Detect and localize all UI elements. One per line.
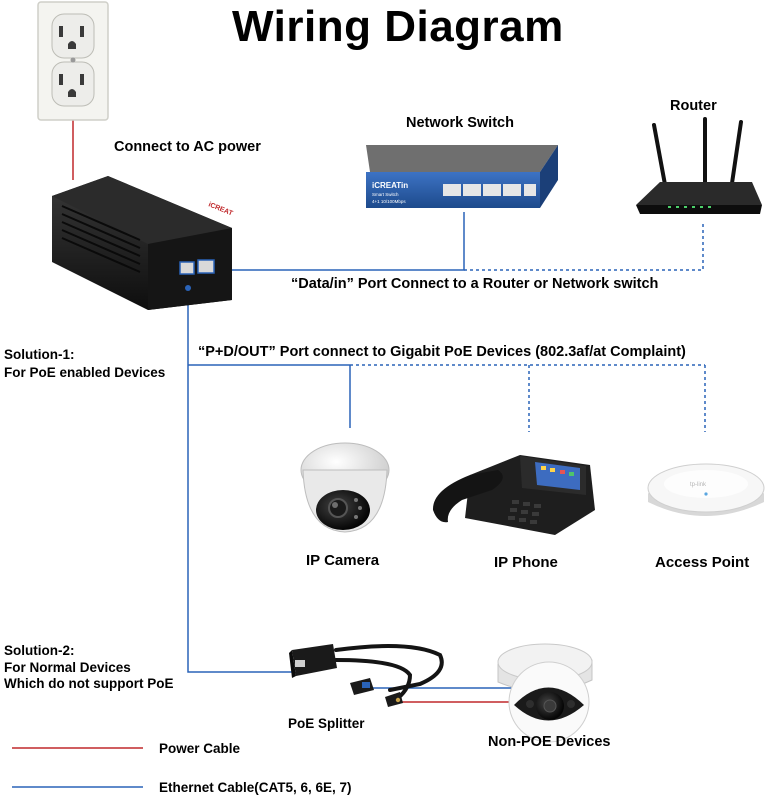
legend-ethernet-label: Ethernet Cable(CAT5, 6, 6E, 7) [159, 780, 352, 795]
ac-power-label: Connect to AC power [114, 139, 261, 155]
network-switch-label: Network Switch [406, 115, 514, 131]
wall-outlet-icon [37, 1, 109, 121]
poe-splitter-icon [289, 644, 444, 707]
ip-phone-icon [432, 455, 595, 535]
solution1-desc: For PoE enabled Devices [4, 365, 166, 380]
access-point-label: Access Point [655, 554, 750, 571]
data-in-label: “Data/in” Port Connect to a Router or Ne… [291, 276, 659, 292]
solution1-title: Solution-1: [4, 347, 75, 362]
solution2-line2: Which do not support PoE [4, 676, 174, 691]
solution2-line1: For Normal Devices [4, 660, 131, 675]
injector-brand-logo: iCREAT [207, 201, 234, 217]
access-point-icon [647, 463, 765, 516]
access-point-brand-text: tp-link [690, 482, 707, 488]
page-title: Wiring Diagram [232, 2, 564, 51]
switch-ports-text: 4+1 10/100Mbps [372, 199, 406, 204]
ip-camera-icon [300, 442, 390, 533]
router-icon [636, 117, 762, 214]
solution2-title: Solution-2: [4, 643, 75, 658]
data-in-cable [214, 212, 465, 271]
non-poe-camera-icon [497, 643, 593, 743]
network-switch-icon [366, 145, 558, 208]
poe-injector-icon [52, 176, 232, 310]
switch-model-text: Smart Switch [372, 192, 399, 197]
router-label: Router [670, 98, 717, 114]
poe-out-cable [187, 288, 292, 673]
poe-out-label: “P+D/OUT” Port connect to Gigabit PoE De… [198, 344, 686, 360]
non-poe-label: Non-POE Devices [488, 734, 611, 750]
legend-power-label: Power Cable [159, 741, 241, 756]
poe-splitter-label: PoE Splitter [288, 716, 365, 731]
ip-camera-label: IP Camera [306, 552, 380, 569]
ip-phone-label: IP Phone [494, 554, 558, 571]
router-cable-dotted [464, 222, 704, 271]
switch-brand-logo: iCREATin [372, 181, 408, 190]
